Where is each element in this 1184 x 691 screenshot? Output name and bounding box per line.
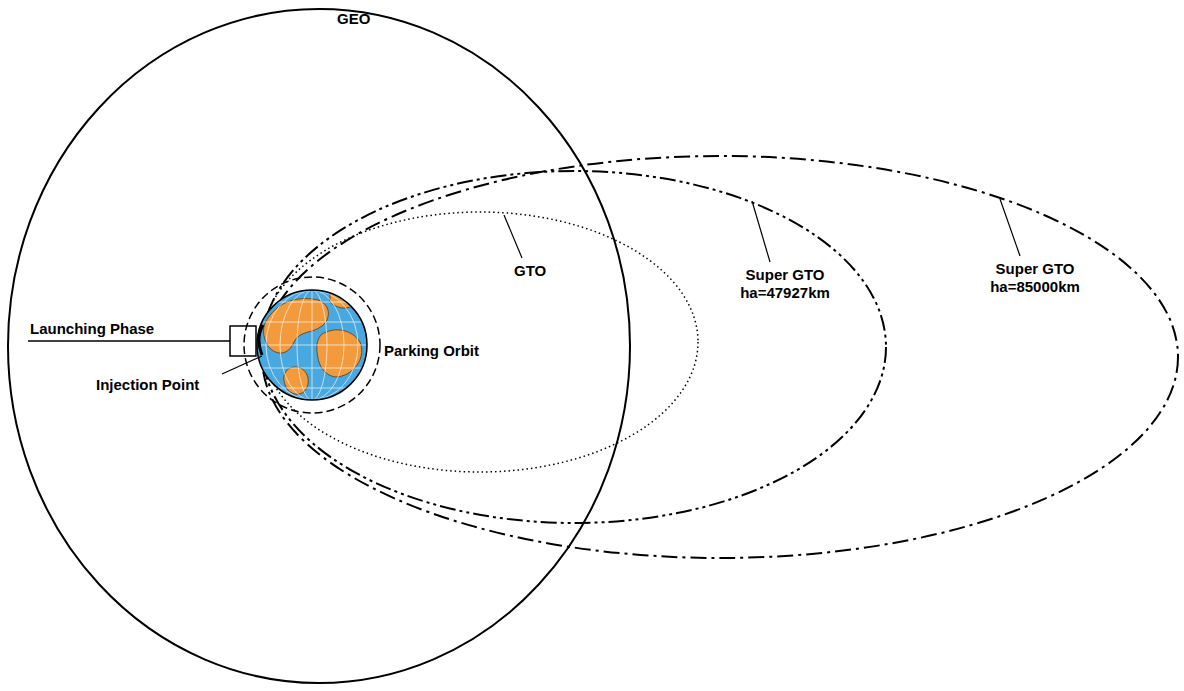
launch-trajectory bbox=[259, 325, 263, 355]
leader-line bbox=[1000, 199, 1020, 256]
orbit-name: GTO bbox=[514, 262, 546, 280]
orbit-name: Super GTO ha=85000km bbox=[985, 260, 1085, 296]
gto-orbit bbox=[262, 212, 698, 472]
leader-line bbox=[28, 340, 230, 342]
super-gto-85000-orbit bbox=[262, 156, 1178, 558]
parking-orbit bbox=[244, 277, 380, 413]
geo-orbit bbox=[8, 9, 630, 683]
point-label: Injection Point bbox=[96, 376, 199, 394]
earth bbox=[256, 290, 368, 400]
super-gto-47927-orbit bbox=[262, 171, 886, 523]
orbit-name: Parking Orbit bbox=[384, 342, 479, 360]
leader-line bbox=[504, 215, 522, 258]
launch-bracket bbox=[230, 326, 256, 356]
leader-line bbox=[752, 201, 770, 262]
leader-line bbox=[222, 356, 262, 374]
phase-label: Launching Phase bbox=[30, 320, 154, 338]
orbit-name: GEO bbox=[337, 10, 370, 28]
orbit-name: Super GTO ha=47927km bbox=[735, 266, 835, 302]
